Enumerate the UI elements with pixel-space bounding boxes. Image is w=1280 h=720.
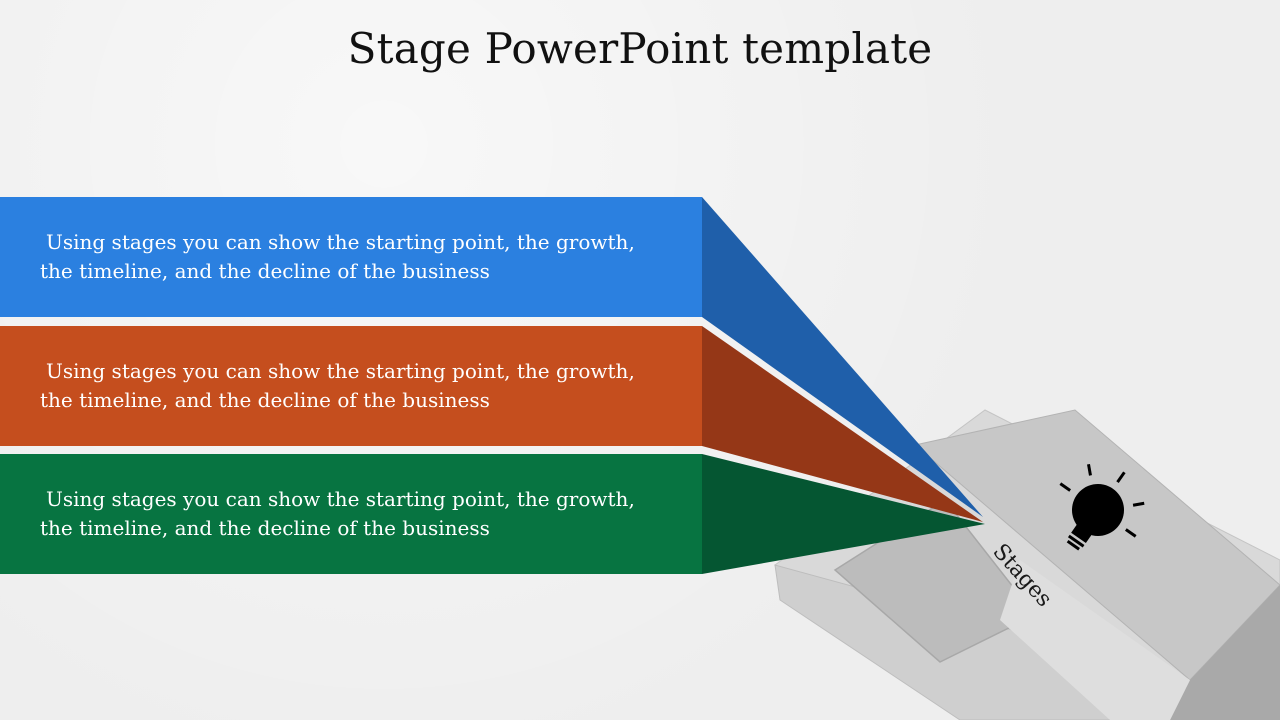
page-title: Stage PowerPoint template [347, 24, 933, 73]
stage-3-text-line-1: Using stages you can show the starting p… [46, 487, 635, 511]
platform-block-side [1170, 585, 1280, 720]
platform-block-front [1000, 560, 1190, 720]
stage-2-text-line-1: Using stages you can show the starting p… [46, 359, 635, 383]
stage-3-band: Using stages you can show the starting p… [0, 454, 702, 574]
stage-3-wedge [702, 454, 985, 574]
lightbulb-icon [1059, 464, 1145, 551]
stage-1-text-line-2: the timeline, and the decline of the bus… [40, 259, 490, 283]
stage-3-text-line-2: the timeline, and the decline of the bus… [40, 516, 490, 540]
stage-1-band: Using stages you can show the starting p… [0, 197, 702, 317]
platform-block-top [913, 409, 1280, 681]
stage-2-band: Using stages you can show the starting p… [0, 326, 702, 446]
stage-1-wedge [702, 197, 983, 517]
stage-2-wedge [702, 326, 983, 522]
stage-1-text-line-1: Using stages you can show the starting p… [46, 230, 635, 254]
stage-2-text-line-2: the timeline, and the decline of the bus… [40, 388, 490, 412]
